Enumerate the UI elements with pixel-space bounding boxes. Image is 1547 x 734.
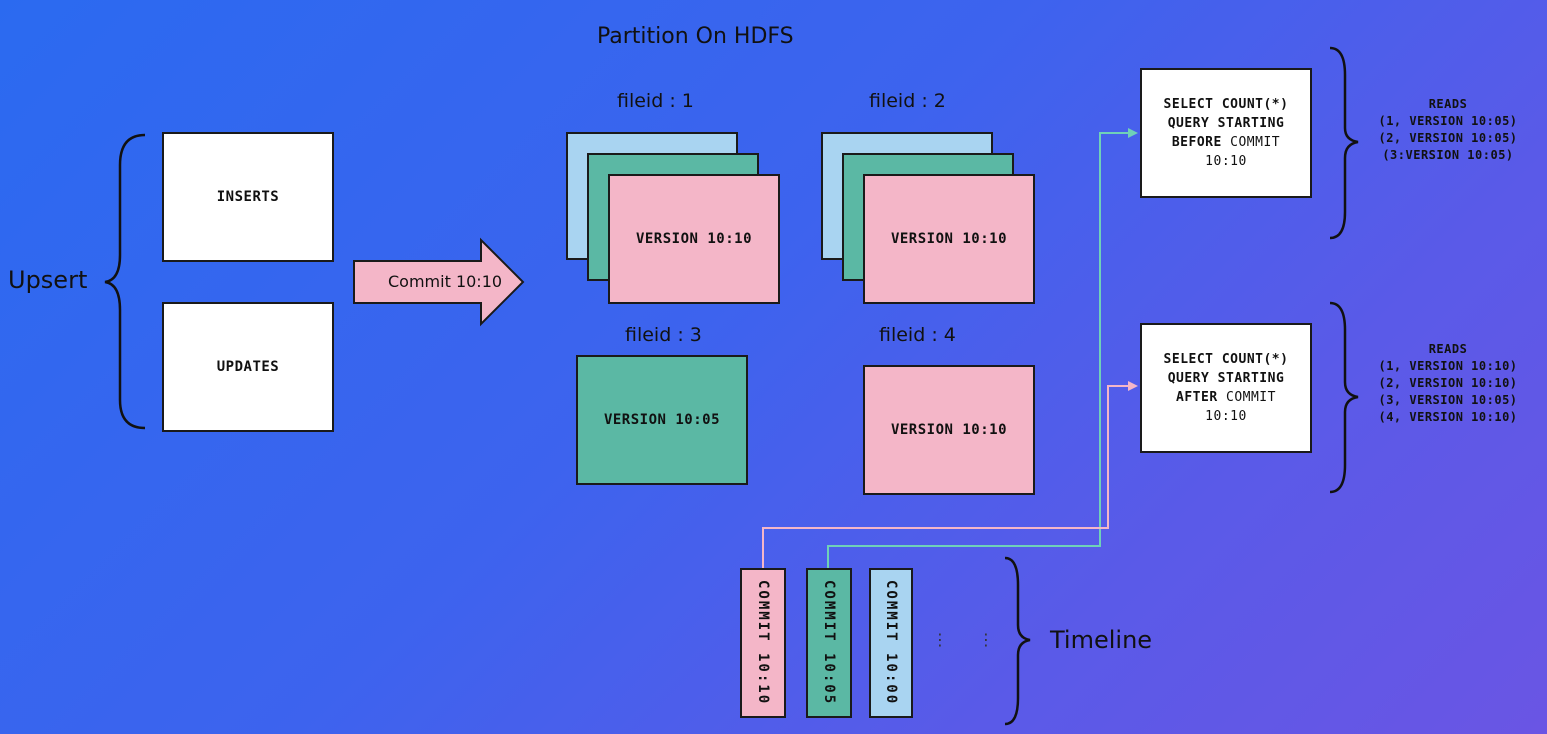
commit-arrow	[353, 237, 525, 327]
teal-connector	[827, 132, 1128, 570]
query-after-box: SELECT COUNT(*) QUERY STARTING AFTER COM…	[1140, 323, 1312, 453]
reads-before: READS (1, VERSION 10:05) (2, VERSION 10:…	[1368, 96, 1528, 164]
timeline-commit-1000: COMMIT 10:00	[869, 568, 913, 718]
query-before-emph: BEFORE	[1171, 135, 1222, 150]
query-before-line-1: SELECT COUNT(*)	[1163, 97, 1289, 112]
query-after-line-1: SELECT COUNT(*)	[1163, 352, 1289, 367]
query-before-commit: COMMIT	[1221, 135, 1281, 150]
reads-after-item: (3, VERSION 10:05)	[1378, 393, 1518, 407]
reads-before-title: READS	[1428, 97, 1468, 111]
reads-after-item: (1, VERSION 10:10)	[1378, 359, 1518, 373]
reads-after-title: READS	[1428, 342, 1468, 356]
query1-brace	[1329, 46, 1359, 240]
fileid-4-label: fileid : 4	[879, 324, 956, 346]
teal-arrowhead	[1128, 128, 1138, 138]
updates-box: UPDATES	[162, 302, 334, 432]
file3-version-box: VERSION 10:05	[576, 355, 748, 485]
pink-connector	[762, 385, 1128, 570]
file2-version: VERSION 10:10	[890, 231, 1008, 247]
timeline-commit-1010: COMMIT 10:10	[740, 568, 786, 718]
updates-label: UPDATES	[216, 359, 280, 375]
query-after-time: 10:10	[1205, 409, 1247, 424]
fileid-2-label: fileid : 2	[869, 90, 946, 112]
timeline-brace	[1004, 556, 1031, 726]
query-before-time: 10:10	[1205, 154, 1247, 169]
query2-brace	[1329, 301, 1359, 494]
file1-version: VERSION 10:10	[635, 231, 753, 247]
upsert-label: Upsert	[8, 266, 88, 294]
reads-after-item: (2, VERSION 10:10)	[1378, 376, 1518, 390]
timeline-ellipsis-1: ⋮	[932, 630, 948, 649]
query-before-text: SELECT COUNT(*) QUERY STARTING BEFORE CO…	[1164, 95, 1289, 171]
inserts-box: INSERTS	[162, 132, 334, 262]
file2-version-box: VERSION 10:10	[863, 174, 1035, 304]
query-before-line-3: BEFORE COMMIT	[1164, 133, 1289, 152]
query-after-line-2: QUERY STARTING	[1167, 371, 1285, 386]
timeline-commit-1000-label: COMMIT 10:00	[883, 580, 899, 706]
reads-after: READS (1, VERSION 10:10) (2, VERSION 10:…	[1368, 341, 1528, 426]
query-after-commit: COMMIT	[1217, 390, 1276, 405]
query-after-emph: AFTER	[1176, 390, 1218, 405]
query-after-text: SELECT COUNT(*) QUERY STARTING AFTER COM…	[1164, 350, 1289, 426]
timeline-ellipsis-2: ⋮	[978, 630, 994, 649]
query-after-line-3: AFTER COMMIT	[1164, 388, 1289, 407]
timeline-commit-1005-label: COMMIT 10:05	[821, 580, 837, 706]
inserts-label: INSERTS	[216, 189, 280, 205]
fileid-1-label: fileid : 1	[617, 90, 694, 112]
query-before-box: SELECT COUNT(*) QUERY STARTING BEFORE CO…	[1140, 68, 1312, 198]
partition-title: Partition On HDFS	[597, 24, 794, 49]
timeline-label: Timeline	[1050, 626, 1153, 654]
reads-after-item: (4, VERSION 10:10)	[1378, 410, 1518, 424]
reads-before-item: (2, VERSION 10:05)	[1378, 131, 1518, 145]
reads-before-item: (1, VERSION 10:05)	[1378, 114, 1518, 128]
upsert-brace	[104, 133, 146, 430]
timeline-commit-1005: COMMIT 10:05	[806, 568, 852, 718]
commit-arrow-label: Commit 10:10	[388, 272, 503, 291]
fileid-3-label: fileid : 3	[625, 324, 702, 346]
timeline-commit-1010-label: COMMIT 10:10	[755, 580, 771, 706]
file4-version-box: VERSION 10:10	[863, 365, 1035, 495]
file3-version: VERSION 10:05	[603, 412, 721, 428]
pink-arrowhead	[1128, 381, 1138, 391]
file4-version: VERSION 10:10	[890, 422, 1008, 438]
query-before-line-2: QUERY STARTING	[1167, 116, 1285, 131]
file1-version-box: VERSION 10:10	[608, 174, 780, 304]
reads-before-item: (3:VERSION 10:05)	[1382, 148, 1514, 162]
